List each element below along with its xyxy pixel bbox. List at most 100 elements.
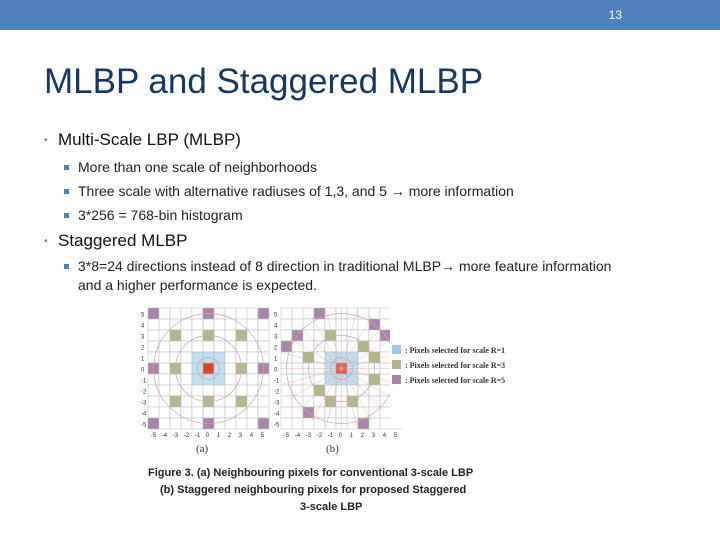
grid-cell xyxy=(246,318,259,331)
grid-cell xyxy=(246,351,259,364)
grid-cell xyxy=(180,307,193,320)
grid-cell xyxy=(180,362,193,375)
square-bullet-icon xyxy=(64,264,69,269)
grid-cell xyxy=(280,329,293,342)
grid-cell xyxy=(213,340,226,353)
figure-caption-line-1: Figure 3. (a) Neighbouring pixels for co… xyxy=(148,467,473,479)
grid-cell xyxy=(169,417,182,430)
grid-cell xyxy=(235,340,248,353)
direction-line xyxy=(325,310,342,369)
grid-cell xyxy=(180,329,193,342)
grid-cell xyxy=(213,406,226,419)
legend-swatch-r3 xyxy=(392,360,401,369)
grid-cell xyxy=(158,362,171,375)
grid-cell xyxy=(147,307,160,320)
grid-cell xyxy=(357,406,370,419)
direction-line xyxy=(289,338,342,369)
direction-line xyxy=(325,368,342,427)
grid-cell xyxy=(280,340,293,353)
x-tick-label: 3 xyxy=(239,433,243,439)
grid-cell xyxy=(191,351,204,364)
grid-cell xyxy=(180,351,193,364)
x-tick-label: 1 xyxy=(350,433,354,439)
x-tick-label: -2 xyxy=(184,433,190,439)
y-tick-label: 1 xyxy=(274,356,278,362)
slide-number: 13 xyxy=(608,8,622,22)
direction-line xyxy=(341,338,394,369)
panel-a-label: (a) xyxy=(196,443,209,455)
grid-cell xyxy=(224,406,237,419)
grid-cell xyxy=(213,373,226,386)
direction-line xyxy=(311,316,342,369)
grid-cell xyxy=(147,373,160,386)
direction-line xyxy=(341,310,358,369)
grid-cell xyxy=(224,362,237,375)
grid-cell xyxy=(235,384,248,397)
grid-cell xyxy=(158,406,171,419)
legend-swatch-r1 xyxy=(392,345,401,354)
grid-cell xyxy=(213,351,226,364)
x-tick-label: -3 xyxy=(173,433,179,439)
y-tick-label: -2 xyxy=(141,389,147,395)
staggered-lbp-figure: 5-54-43-32-21-100-11-22-33-44-55 5-54-43… xyxy=(141,300,536,513)
grid-cell xyxy=(147,384,160,397)
grid-cell xyxy=(180,395,193,408)
grid-cell xyxy=(180,318,193,331)
grid-cell xyxy=(191,373,204,386)
grid-cell xyxy=(169,384,182,397)
grid-cell xyxy=(224,329,237,342)
x-tick-label: 5 xyxy=(261,433,265,439)
direction-line xyxy=(341,368,372,421)
direction-line xyxy=(283,352,342,369)
direction-line xyxy=(298,368,342,412)
grid-cell xyxy=(313,395,326,408)
grid-cell xyxy=(191,417,204,430)
grid-cell xyxy=(280,384,293,397)
grid-cell xyxy=(191,406,204,419)
grid-cell xyxy=(147,395,160,408)
grid-cell xyxy=(368,384,381,397)
grid-cell xyxy=(158,417,171,430)
grid-cell xyxy=(147,329,160,342)
grid-cell xyxy=(180,340,193,353)
x-tick-label: 1 xyxy=(217,433,221,439)
grid-cell xyxy=(147,351,160,364)
grid-cell xyxy=(257,351,270,364)
x-tick-label: -5 xyxy=(284,433,290,439)
grid-cell xyxy=(213,307,226,320)
y-tick-label: 2 xyxy=(141,345,145,351)
radius-circle xyxy=(153,313,264,424)
grid-cell xyxy=(180,417,193,430)
y-tick-label: 3 xyxy=(274,334,278,340)
grid-cell xyxy=(191,307,204,320)
x-tick-label: 4 xyxy=(250,433,254,439)
grid-cell xyxy=(291,417,304,430)
y-tick-label: -5 xyxy=(141,422,147,428)
grid-cell xyxy=(379,307,392,320)
square-bullet-icon xyxy=(64,189,69,194)
radius-circle xyxy=(175,335,242,402)
grid-cell xyxy=(357,318,370,331)
sub-bullet: Three scale with alternative radiuses of… xyxy=(64,182,624,201)
radius-circle xyxy=(197,357,220,380)
grid-cell xyxy=(224,373,237,386)
grid-cell xyxy=(291,351,304,364)
direction-line xyxy=(283,368,342,385)
direction-line xyxy=(289,368,342,399)
grid-cell xyxy=(291,340,304,353)
grid-cell xyxy=(224,417,237,430)
grid-cell xyxy=(357,417,370,430)
grid-cell xyxy=(257,373,270,386)
square-bullet-icon xyxy=(64,165,69,170)
grid-cell xyxy=(291,384,304,397)
grid-cell xyxy=(246,340,259,353)
grid-cell xyxy=(379,384,392,397)
grid-cell xyxy=(169,307,182,320)
grid-cell xyxy=(368,417,381,430)
grid-cell xyxy=(346,406,359,419)
grid-cell xyxy=(257,384,270,397)
grid-cell xyxy=(158,373,171,386)
x-tick-label: -4 xyxy=(162,433,168,439)
grid-cell xyxy=(280,318,293,331)
y-tick-label: 4 xyxy=(274,323,278,329)
